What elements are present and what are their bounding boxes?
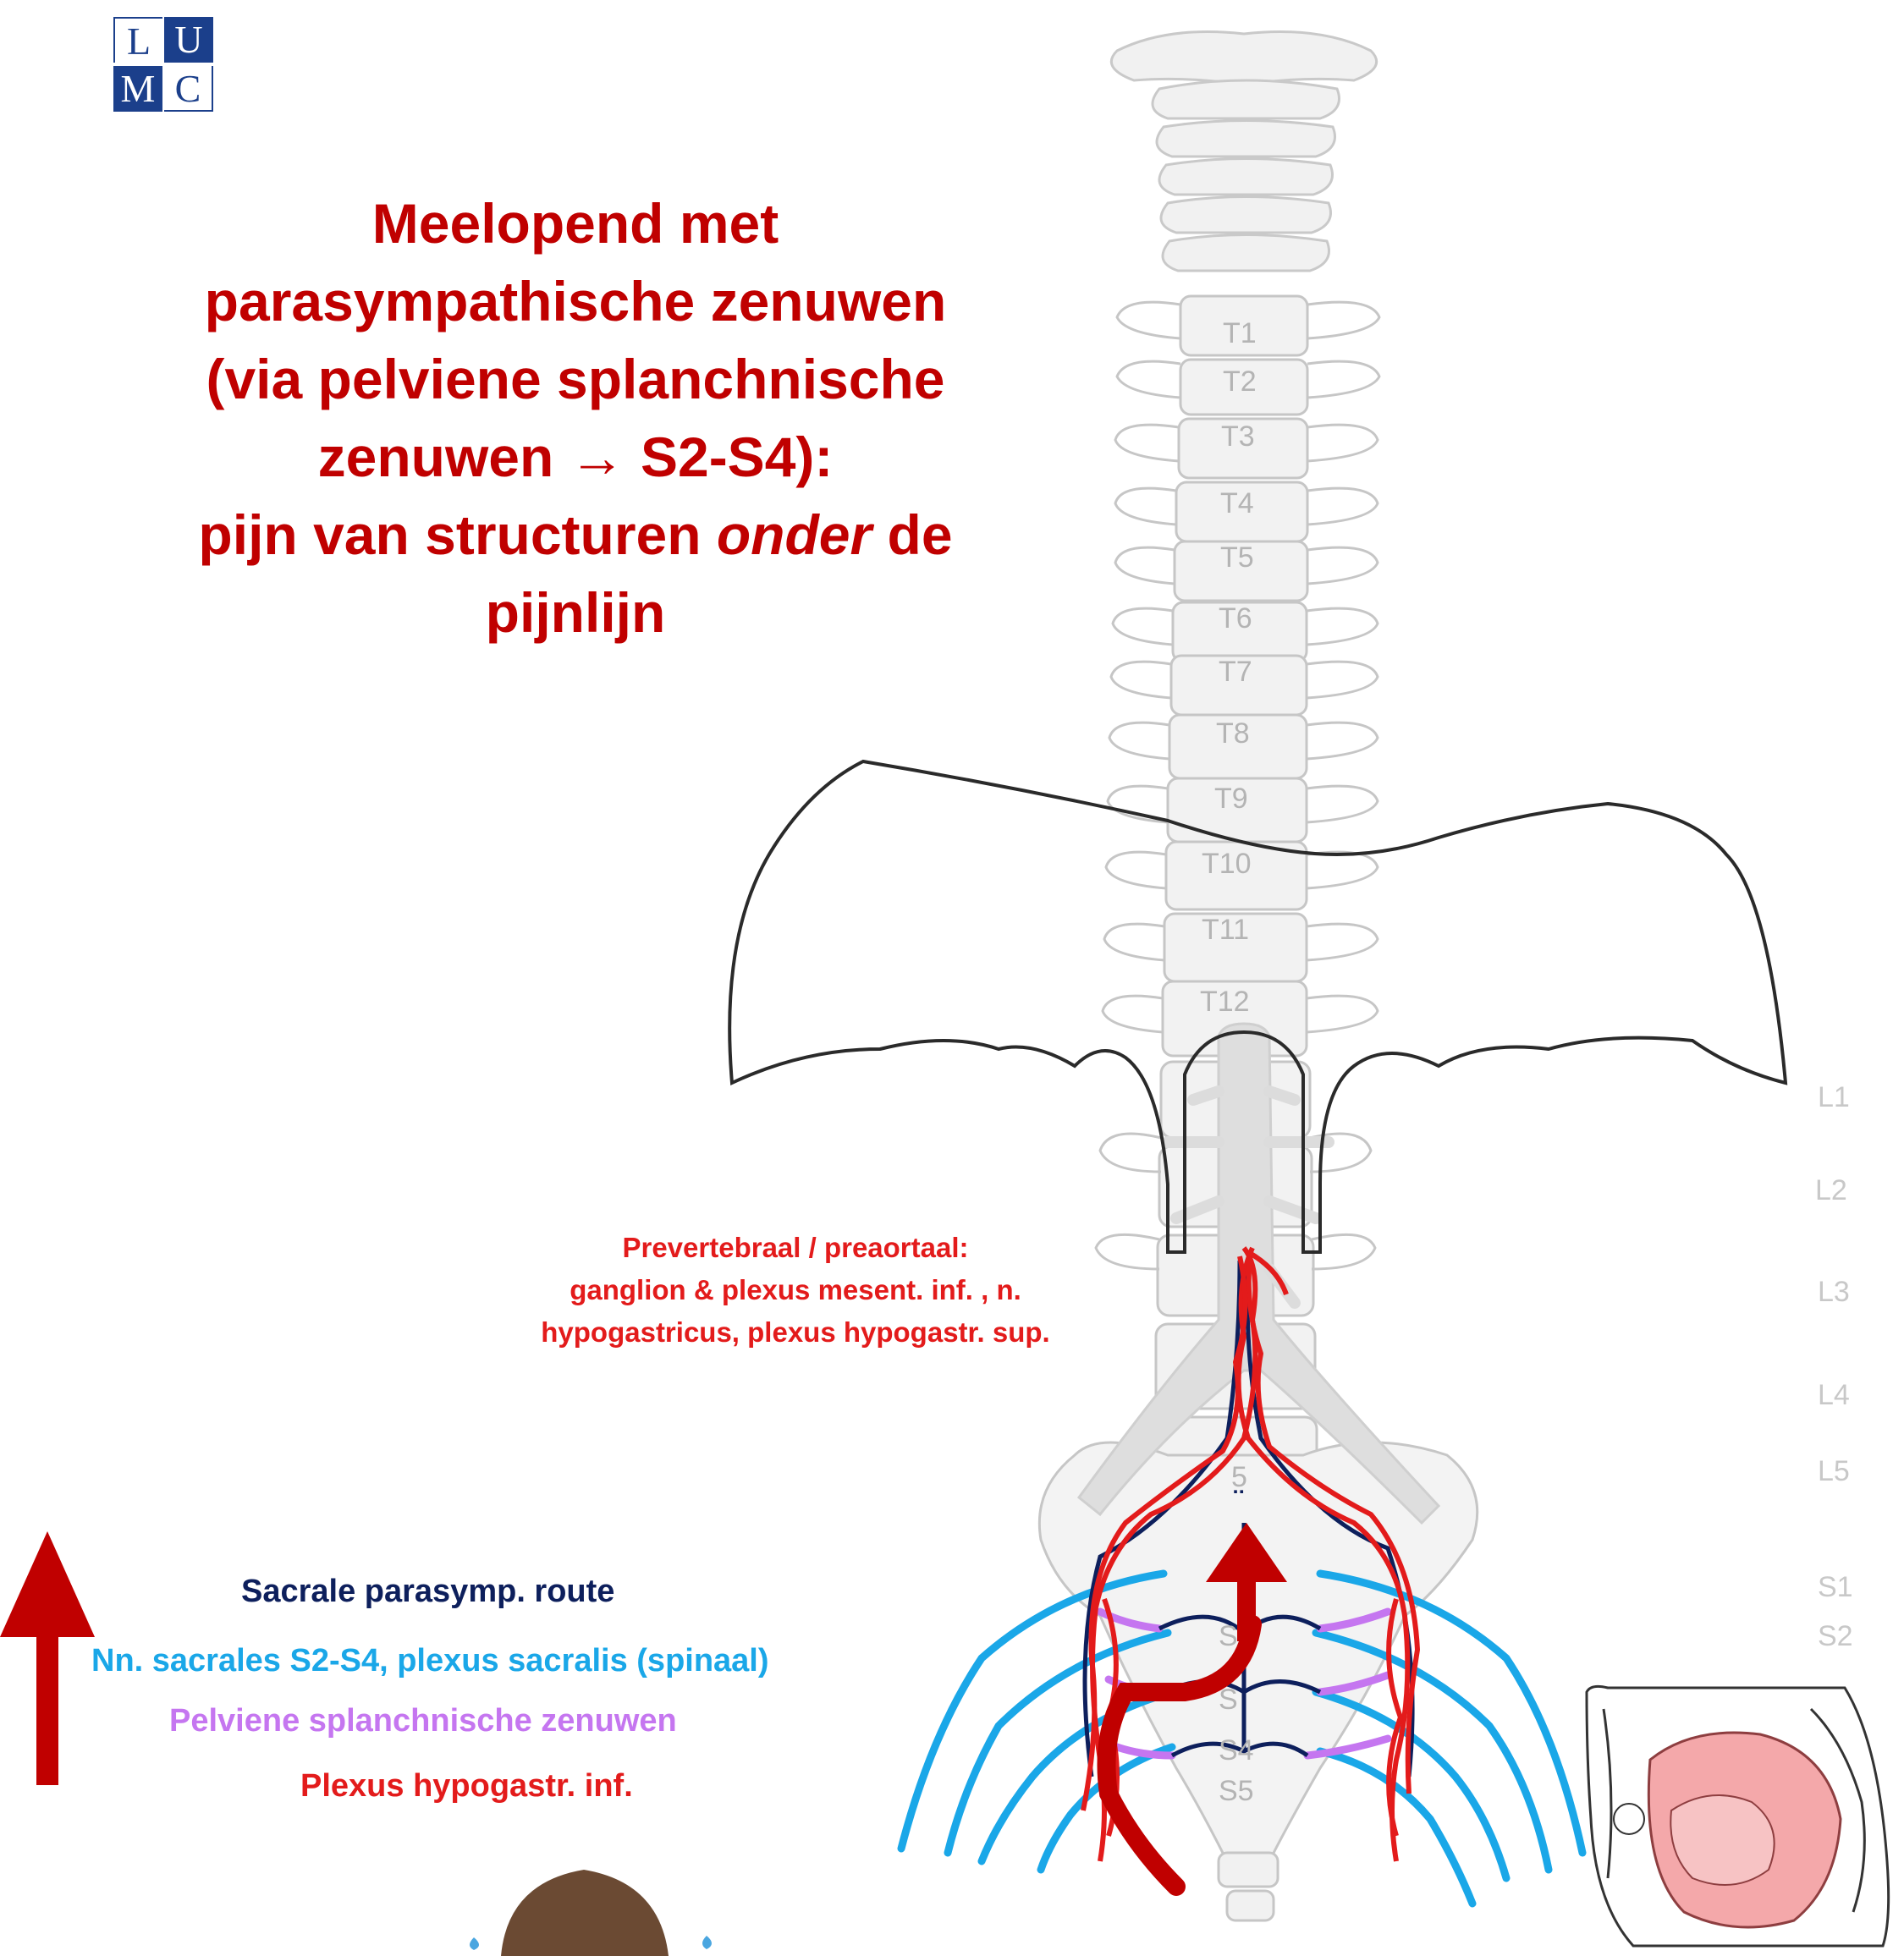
person-illustration [470, 1870, 712, 1956]
label-t8: T8 [1216, 717, 1250, 750]
cervical-vertebrae [1111, 32, 1376, 272]
prevertebral-line-3: hypogastricus, plexus hypogastr. sup. [516, 1311, 1075, 1354]
label-t1: T1 [1223, 317, 1257, 350]
prevertebral-line-1: Prevertebraal / preaortaal: [516, 1227, 1075, 1269]
label-t4: T4 [1220, 487, 1254, 520]
label-t10: T10 [1202, 848, 1252, 881]
legend-route: Sacrale parasymp. route [241, 1574, 614, 1610]
big-up-arrow [0, 1531, 95, 1785]
label-t9: T9 [1214, 783, 1248, 816]
label-t11: T11 [1202, 914, 1249, 947]
label-l4: L4 [1818, 1379, 1850, 1412]
label-inner-s-b: S [1219, 1684, 1238, 1717]
label-l3: L3 [1818, 1276, 1850, 1309]
pelvis-section [1587, 1686, 1889, 1946]
legend-pelvic: Pelviene splanchnische zenuwen [169, 1703, 677, 1739]
label-t12: T12 [1200, 986, 1250, 1019]
label-inner-s4: S4 [1219, 1734, 1254, 1767]
label-s2: S2 [1818, 1620, 1853, 1653]
label-s1: S1 [1818, 1571, 1853, 1604]
label-l1: L1 [1818, 1081, 1850, 1114]
legend-sacral: Nn. sacrales S2-S4, plexus sacralis (spi… [91, 1643, 769, 1679]
label-t2: T2 [1223, 365, 1257, 398]
label-t3: T3 [1221, 420, 1255, 453]
label-t7: T7 [1219, 656, 1252, 689]
label-l5: L5 [1818, 1455, 1850, 1488]
prevertebral-line-2: ganglion & plexus mesent. inf. , n. [516, 1269, 1075, 1311]
coccyx [1219, 1853, 1278, 1920]
prevertebral-annotation: Prevertebraal / preaortaal: ganglion & p… [516, 1227, 1075, 1354]
label-inner-s-a: S [1219, 1620, 1238, 1653]
legend-hypogastric: Plexus hypogastr. inf. [300, 1768, 633, 1805]
label-inner-s5: S5 [1219, 1775, 1254, 1808]
label-l2: L2 [1815, 1174, 1847, 1207]
label-inner-dots: ¨ [1234, 1485, 1243, 1518]
label-t6: T6 [1219, 602, 1252, 635]
label-t5: T5 [1220, 541, 1254, 574]
